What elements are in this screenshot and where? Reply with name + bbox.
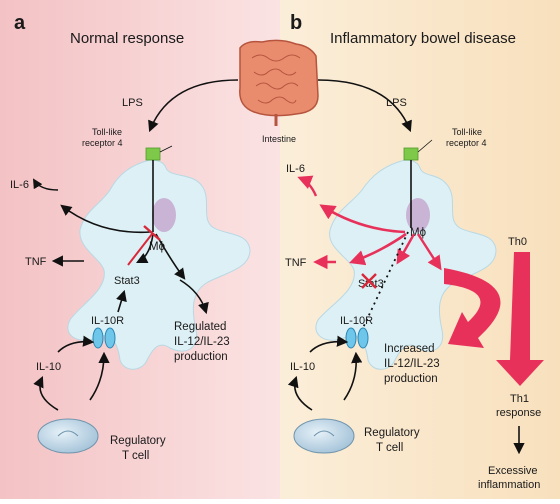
panel-b-letter: b bbox=[290, 12, 302, 34]
panel-a-stat3-label: Stat3 bbox=[114, 275, 140, 287]
panel-a-tlr4-leader bbox=[159, 145, 173, 153]
panel-a-regulated-3: production bbox=[174, 351, 228, 363]
panel-b-increased-3: production bbox=[384, 373, 438, 385]
panel-b-inner-arrow-1 bbox=[396, 233, 416, 265]
panel-a-il10r-right bbox=[104, 327, 116, 349]
panel-a-tlr4-label-1: Toll-like bbox=[92, 127, 122, 137]
panel-b-il6-out-arrow bbox=[297, 175, 318, 197]
panel-b-increased-1: Increased bbox=[384, 343, 435, 355]
panel-b: b Inflammatory bowel disease LPS Mϕ Toll… bbox=[285, 12, 544, 491]
panel-a-il6-label: IL-6 bbox=[10, 179, 29, 191]
panel-a-il10r-label: IL-10R bbox=[91, 315, 124, 327]
panel-b-tlr4-receptor bbox=[403, 147, 419, 161]
panel-a-il10r-to-stat3-arrow bbox=[116, 289, 127, 313]
panel-a-tlr4-label-2: receptor 4 bbox=[82, 138, 123, 148]
panel-b-tlr4-label-2: receptor 4 bbox=[446, 138, 487, 148]
panel-b-il10-to-receptor-arrow bbox=[309, 335, 349, 353]
panel-a-il10r-left bbox=[92, 327, 104, 349]
panel-b-th0-to-th1-arrow bbox=[496, 252, 544, 386]
panel-a-tlr4-receptor bbox=[145, 147, 161, 161]
panel-a-il6-out-arrow bbox=[32, 178, 59, 191]
panel-a-treg-to-receptor-arrow bbox=[89, 351, 110, 401]
panel-a-regulatory-t-cell bbox=[37, 418, 99, 454]
panel-b-th1-label-1: Th1 bbox=[510, 393, 529, 405]
panel-a-lps-arrow bbox=[148, 79, 239, 133]
panel-b-increased-2: IL-12/IL-23 bbox=[384, 358, 440, 370]
panel-a-regulated-2: IL-12/IL-23 bbox=[174, 336, 230, 348]
panel-b-treg-label-2: T cell bbox=[376, 442, 403, 454]
panel-b-th0-label: Th0 bbox=[508, 236, 527, 248]
panel-b-nucleus bbox=[406, 198, 430, 232]
panel-a-treg-to-il10-arrow bbox=[33, 375, 59, 411]
panel-b-title: Inflammatory bowel disease bbox=[330, 30, 516, 47]
panel-b-tnf-arrow bbox=[349, 232, 407, 266]
intestine-label: Intestine bbox=[262, 134, 296, 144]
intestine-illustration: Intestine bbox=[239, 39, 319, 144]
panel-b-il10-label: IL-10 bbox=[290, 361, 315, 373]
panel-b-excessive-1: Excessive bbox=[488, 465, 538, 477]
panel-a-treg-label-1: Regulatory bbox=[110, 435, 166, 447]
panel-a-macrophage-cell bbox=[67, 159, 251, 370]
panel-b-lps-arrow bbox=[317, 79, 412, 133]
panel-a-tnf-inner-arrow bbox=[135, 233, 154, 264]
panel-b-dotted-signal bbox=[361, 231, 409, 331]
panel-b-stat3-blocked-icon bbox=[361, 273, 377, 289]
panel-b-tnf-label: TNF bbox=[285, 257, 307, 269]
panel-b-il6-label: IL-6 bbox=[286, 163, 305, 175]
panel-b-treg-label-1: Regulatory bbox=[364, 427, 420, 439]
panel-a-tnf-label: TNF bbox=[25, 256, 47, 268]
panel-b-regulatory-t-cell bbox=[293, 418, 355, 454]
panel-b-th1-label-2: response bbox=[496, 407, 541, 419]
panel-a-inhibition-bar bbox=[143, 225, 161, 241]
panel-b-lps-label: LPS bbox=[386, 97, 407, 109]
panel-b-il10r-left bbox=[345, 327, 357, 349]
panel-a-letter: a bbox=[14, 12, 26, 34]
panel-b-tcell-nucleus bbox=[313, 430, 335, 437]
panel-a-stat3-inhibition-line bbox=[127, 233, 153, 266]
panel-b-il6-arrow bbox=[319, 204, 406, 234]
panel-b-macrophage-cell bbox=[315, 159, 497, 370]
panel-a-il10-to-receptor-arrow bbox=[57, 335, 95, 353]
panel-a: a Normal response LPS Mϕ Toll-like recep… bbox=[10, 12, 251, 462]
panel-b-il10r-label: IL-10R bbox=[340, 315, 373, 327]
panel-b-il12-amplified-arrow bbox=[444, 268, 501, 348]
panel-a-treg-label-2: T cell bbox=[122, 450, 149, 462]
panel-a-tcell-nucleus bbox=[57, 430, 79, 437]
panel-a-il12-out-arrow bbox=[179, 279, 209, 315]
panel-a-regulated-1: Regulated bbox=[174, 321, 226, 333]
panel-b-tlr4-leader bbox=[417, 139, 433, 153]
panel-b-il10r-right bbox=[357, 327, 369, 349]
panel-a-lps-label: LPS bbox=[122, 97, 143, 109]
panel-b-treg-to-receptor-arrow bbox=[343, 351, 363, 401]
panel-b-treg-to-il10-arrow bbox=[287, 375, 313, 411]
panel-b-tlr4-label-1: Toll-like bbox=[452, 127, 482, 137]
panel-a-il10-label: IL-10 bbox=[36, 361, 61, 373]
panel-b-inner-arrow-2 bbox=[416, 233, 442, 271]
panel-a-title: Normal response bbox=[70, 30, 184, 47]
panel-b-excessive-2: inflammation bbox=[478, 479, 540, 491]
panel-a-il6-arrow bbox=[60, 204, 151, 234]
panel-a-nucleus bbox=[152, 198, 176, 232]
